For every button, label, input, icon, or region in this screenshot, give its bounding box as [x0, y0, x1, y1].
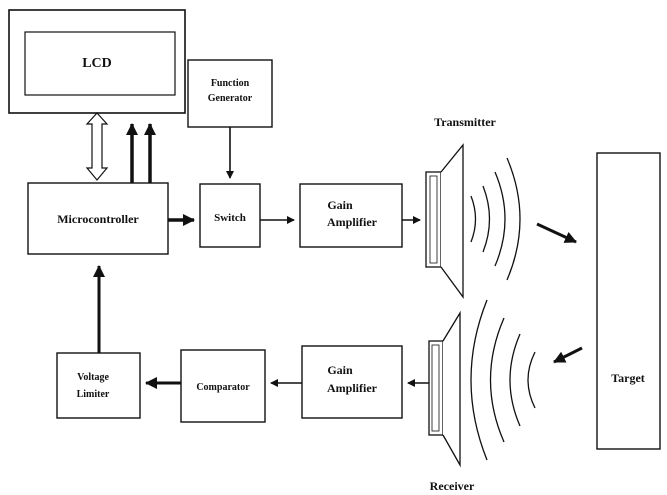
receiver-label: Receiver — [430, 479, 475, 493]
gain-amplifier-rx-label-line2: Amplifier — [327, 381, 378, 395]
switch-block: Switch — [199, 183, 261, 248]
transmitter-label: Transmitter — [434, 115, 496, 129]
comparator-block: Comparator — [180, 349, 266, 423]
transmitter-speaker — [425, 143, 464, 299]
reflected-beam-arrow — [553, 346, 583, 364]
function-generator-label-line1: Function — [211, 78, 250, 89]
gain-amplifier-rx-block: Gain Amplifier — [301, 345, 403, 419]
gain-amplifier-rx-label-line1: Gain — [327, 363, 353, 377]
function-generator-label-line2: Generator — [208, 93, 253, 104]
connections — [85, 112, 583, 389]
beam-to-target-arrow — [536, 222, 577, 244]
target-label: Target — [611, 371, 645, 385]
target-block: Target — [596, 152, 661, 450]
received-waves — [470, 299, 536, 461]
gain-amplifier-tx-label-line1: Gain — [327, 198, 353, 212]
voltage-limiter-label-line2: Limiter — [77, 389, 110, 400]
microcontroller-block: Microcontroller — [27, 182, 169, 255]
function-generator-block: Function Generator — [187, 59, 273, 128]
lcd-block: LCD — [8, 9, 186, 114]
voltage-limiter-block: Voltage Limiter — [56, 352, 141, 419]
lcd-microcontroller-bidirectional-arrow — [85, 112, 109, 181]
transmitted-waves — [470, 157, 521, 281]
microcontroller-label: Microcontroller — [57, 212, 139, 226]
voltage-limiter-label-line1: Voltage — [77, 372, 109, 383]
lcd-label: LCD — [82, 56, 112, 71]
receiver-speaker — [428, 310, 461, 468]
switch-label: Switch — [214, 212, 246, 224]
comparator-label: Comparator — [196, 382, 250, 393]
gain-amplifier-tx-block: Gain Amplifier — [299, 183, 403, 248]
gain-amplifier-tx-label-line2: Amplifier — [327, 215, 378, 229]
